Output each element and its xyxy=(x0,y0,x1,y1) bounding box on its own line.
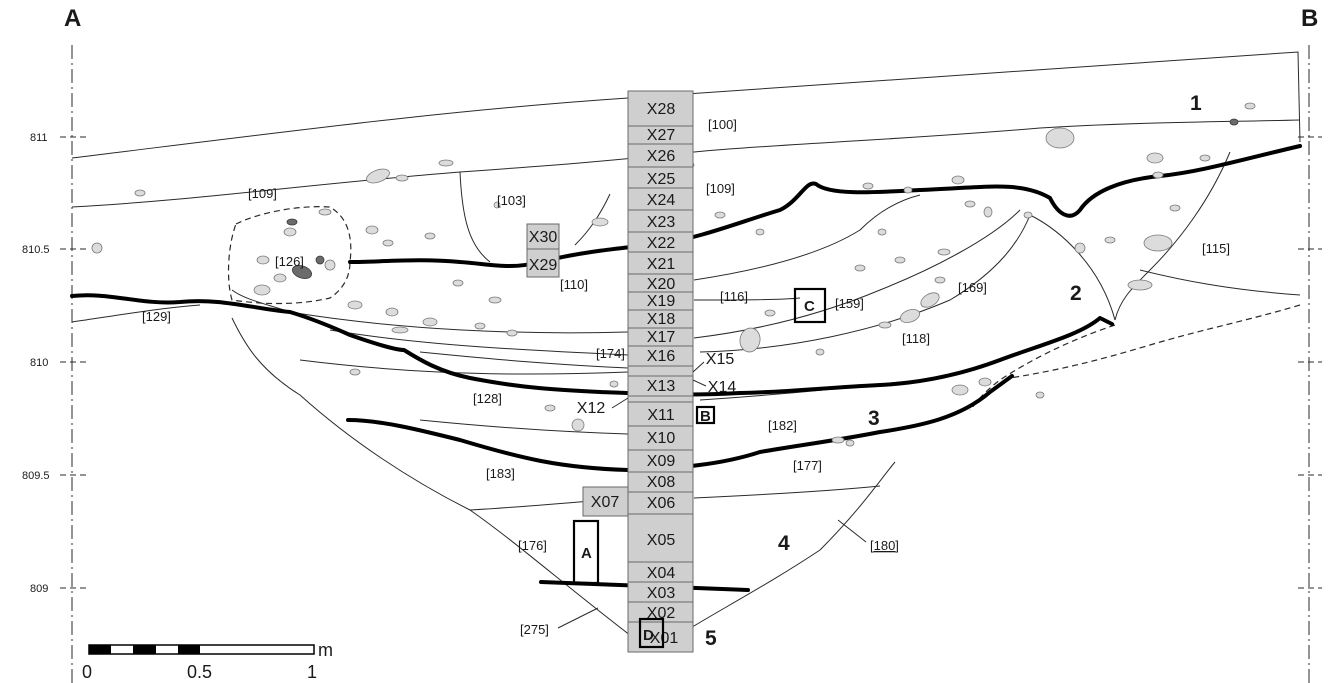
unit-label: 4 xyxy=(778,532,790,555)
sample-cell xyxy=(627,365,694,377)
context-label: [174] xyxy=(596,346,625,361)
elevation-label: 811 xyxy=(30,132,48,144)
context-label: [128] xyxy=(473,391,502,406)
context-label: [100] xyxy=(708,117,737,132)
sample-box-b xyxy=(695,405,716,425)
scale-label-zero: 0 xyxy=(82,662,92,682)
x12-leader-line xyxy=(611,397,629,409)
context-label: [182] xyxy=(768,418,797,433)
context-label: [116] xyxy=(720,289,748,304)
sample-label: X20 xyxy=(647,276,676,293)
context-label: [129] xyxy=(142,309,171,324)
scale-bar: 0 0.5 1 m xyxy=(82,640,333,682)
sample-label: X29 xyxy=(529,257,558,274)
elevation-label: 810 xyxy=(30,357,48,369)
sample-label: X04 xyxy=(647,565,676,582)
stones xyxy=(91,102,1256,447)
unit-label: 3 xyxy=(868,407,880,430)
scale-unit: m xyxy=(318,640,333,660)
sample-label: X03 xyxy=(647,585,676,602)
x15-leader-line xyxy=(692,361,705,373)
context-label: [109] xyxy=(706,181,735,196)
context-label: [177] xyxy=(793,458,822,473)
sample-label: X14 xyxy=(708,379,737,396)
corner-label-b: B xyxy=(1301,5,1318,32)
lower-right-dashed-boundary xyxy=(969,304,1301,411)
context-label: [176] xyxy=(518,538,547,553)
scale-label-half: 0.5 xyxy=(187,662,212,682)
context-label: [103] xyxy=(497,193,526,208)
corner-label-a: A xyxy=(64,5,81,32)
context-label: [169] xyxy=(958,280,987,295)
x14-leader-line xyxy=(692,379,707,387)
scale-label-one: 1 xyxy=(307,662,317,682)
sample-label: X13 xyxy=(647,378,676,395)
sample-label: X08 xyxy=(647,474,676,491)
context-label: [275] xyxy=(520,622,549,637)
unit-label: 1 xyxy=(1190,92,1202,115)
context-label: [183] xyxy=(486,466,515,481)
context-label: [110] xyxy=(560,277,588,292)
context-label: [115] xyxy=(1202,241,1230,256)
sample-label: X15 xyxy=(706,351,735,368)
sample-label: X23 xyxy=(647,214,676,231)
sample-box-b-label: B xyxy=(700,408,711,425)
sample-label: X11 xyxy=(647,407,674,424)
sample-label: X28 xyxy=(647,101,676,118)
sample-box-a-label: A xyxy=(581,545,592,562)
sample-box-d-label: D xyxy=(643,627,654,644)
context-labels: [100] [109] [109] [103] [110] [126] [129… xyxy=(142,117,1230,637)
sample-cell xyxy=(627,425,694,451)
sample-labels: X28 X27 X26 X25 X24 X23 X22 X21 X20 X19 … xyxy=(529,101,737,647)
unit-label: 5 xyxy=(705,627,717,650)
sample-cell xyxy=(526,248,560,278)
sample-label: X18 xyxy=(647,311,676,328)
sample-label: X12 xyxy=(577,400,606,417)
sample-column xyxy=(526,90,694,653)
sample-label: X06 xyxy=(647,495,676,512)
sample-label: X30 xyxy=(529,229,558,246)
sample-label: X25 xyxy=(647,171,676,188)
sample-label: X10 xyxy=(647,430,676,447)
sample-cell xyxy=(582,486,629,517)
context-label: [109] xyxy=(248,186,277,201)
sample-label: X22 xyxy=(647,235,676,252)
sample-label: X17 xyxy=(647,329,676,346)
sample-label: X07 xyxy=(591,494,620,511)
elevation-ticks xyxy=(60,136,1322,589)
sample-label: X09 xyxy=(647,453,676,470)
sample-box-c xyxy=(793,287,827,324)
unit-label: 2 xyxy=(1070,282,1082,305)
sample-label: X05 xyxy=(647,532,676,549)
sample-label: X02 xyxy=(647,605,676,622)
context-180-leader xyxy=(837,519,867,543)
sample-box-d xyxy=(638,617,665,649)
context-label: [159] xyxy=(835,296,864,311)
sample-cell xyxy=(627,90,694,127)
context-label: [126] xyxy=(275,254,304,269)
elevation-label: 809 xyxy=(30,583,48,595)
context-275-leader xyxy=(557,607,599,629)
sample-label: X19 xyxy=(647,293,676,310)
sample-box-a xyxy=(572,519,600,585)
sample-cell xyxy=(627,395,694,403)
sample-label: X27 xyxy=(647,127,676,144)
sample-label: X24 xyxy=(647,192,676,209)
sample-label: X21 xyxy=(647,256,676,273)
sample-label: X16 xyxy=(647,348,676,365)
pit-126-outline xyxy=(227,206,352,305)
sample-label: X26 xyxy=(647,148,676,165)
context-label: [180] xyxy=(870,538,899,553)
elevation-label: 810.5 xyxy=(22,244,50,256)
elevation-label: 809.5 xyxy=(22,470,50,482)
sample-cell xyxy=(627,401,694,427)
context-label: [118] xyxy=(902,331,930,346)
sample-box-c-label: C xyxy=(804,298,815,315)
